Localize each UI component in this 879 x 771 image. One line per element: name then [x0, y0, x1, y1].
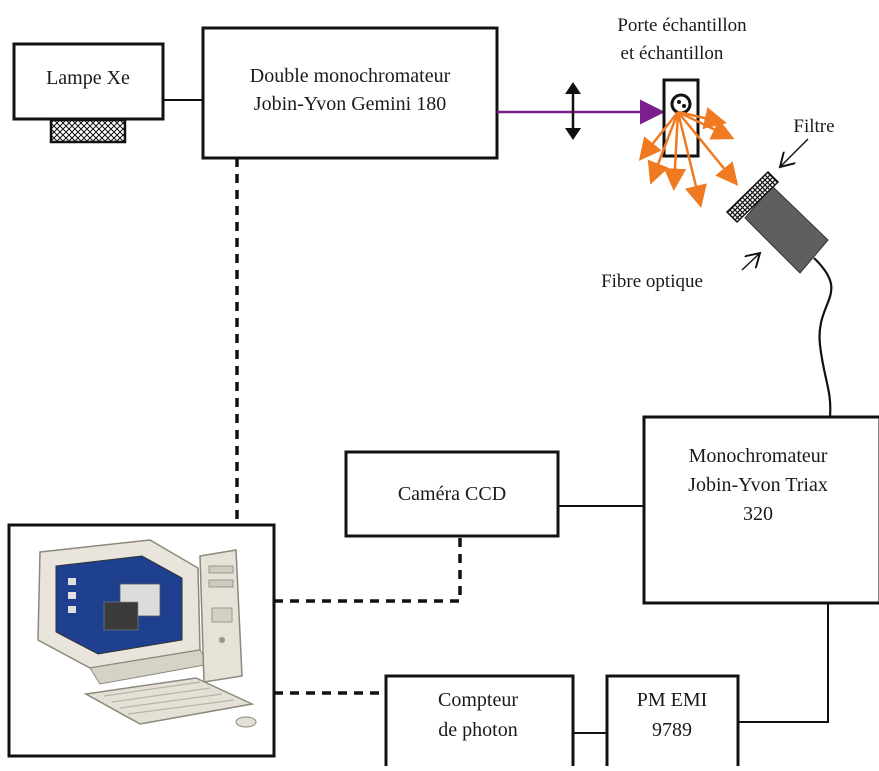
filter-pointer-icon [780, 138, 809, 167]
pm-line1: PM EMI [637, 689, 708, 711]
ccd-camera: Caméra CCD [344, 450, 560, 538]
xe-lamp-label: Lampe Xe [46, 67, 130, 89]
sample-holder-line2: et échantillon [621, 43, 724, 64]
photon-counter-box [384, 674, 575, 770]
xe-lamp-box [12, 42, 165, 121]
triax-line3: 320 [743, 503, 773, 525]
lens-icon [565, 82, 581, 140]
computer [7, 523, 276, 758]
computer-icon [37, 539, 257, 728]
sample-holder: Porte échantillon et échantillon [617, 15, 747, 158]
triax-line1: Monochromateur [689, 445, 828, 467]
triax-line2: Jobin-Yvon Triax [688, 474, 828, 496]
double-monochromator-box [201, 26, 499, 160]
xe-lamp: Lampe Xe [12, 42, 165, 144]
pm-to-triax-link [738, 603, 829, 723]
sample-holder-line1: Porte échantillon [617, 15, 747, 36]
photomultiplier: PM EMI 9789 [605, 674, 740, 770]
photon-counter-line2: de photon [438, 719, 517, 741]
double-monochromator-line1: Double monochromateur [250, 65, 451, 87]
xe-lamp-base [49, 118, 127, 144]
double-monochromator: Double monochromateur Jobin-Yvon Gemini … [201, 26, 499, 160]
sample-icon [670, 93, 692, 115]
filter-element [725, 170, 780, 224]
fiber-cable [813, 257, 833, 418]
double-monochromator-line2: Jobin-Yvon Gemini 180 [254, 93, 446, 115]
photon-counter-line1: Compteur [438, 689, 518, 711]
filter-label: Filtre [793, 116, 834, 137]
triax-monochromator: Monochromateur Jobin-Yvon Triax 320 [642, 415, 879, 605]
fiber-pointer-icon [741, 253, 760, 271]
pm-line2: 9789 [652, 719, 692, 741]
optical-fiber-label: Fibre optique [601, 271, 703, 292]
ccd-camera-box [344, 450, 560, 538]
emission-rays [638, 107, 739, 208]
triax-monochromator-box [642, 415, 879, 605]
ccd-control-link [274, 536, 462, 603]
optical-fiber [725, 170, 833, 418]
ccd-camera-label: Caméra CCD [398, 483, 506, 505]
photon-counter: Compteur de photon [384, 674, 575, 770]
